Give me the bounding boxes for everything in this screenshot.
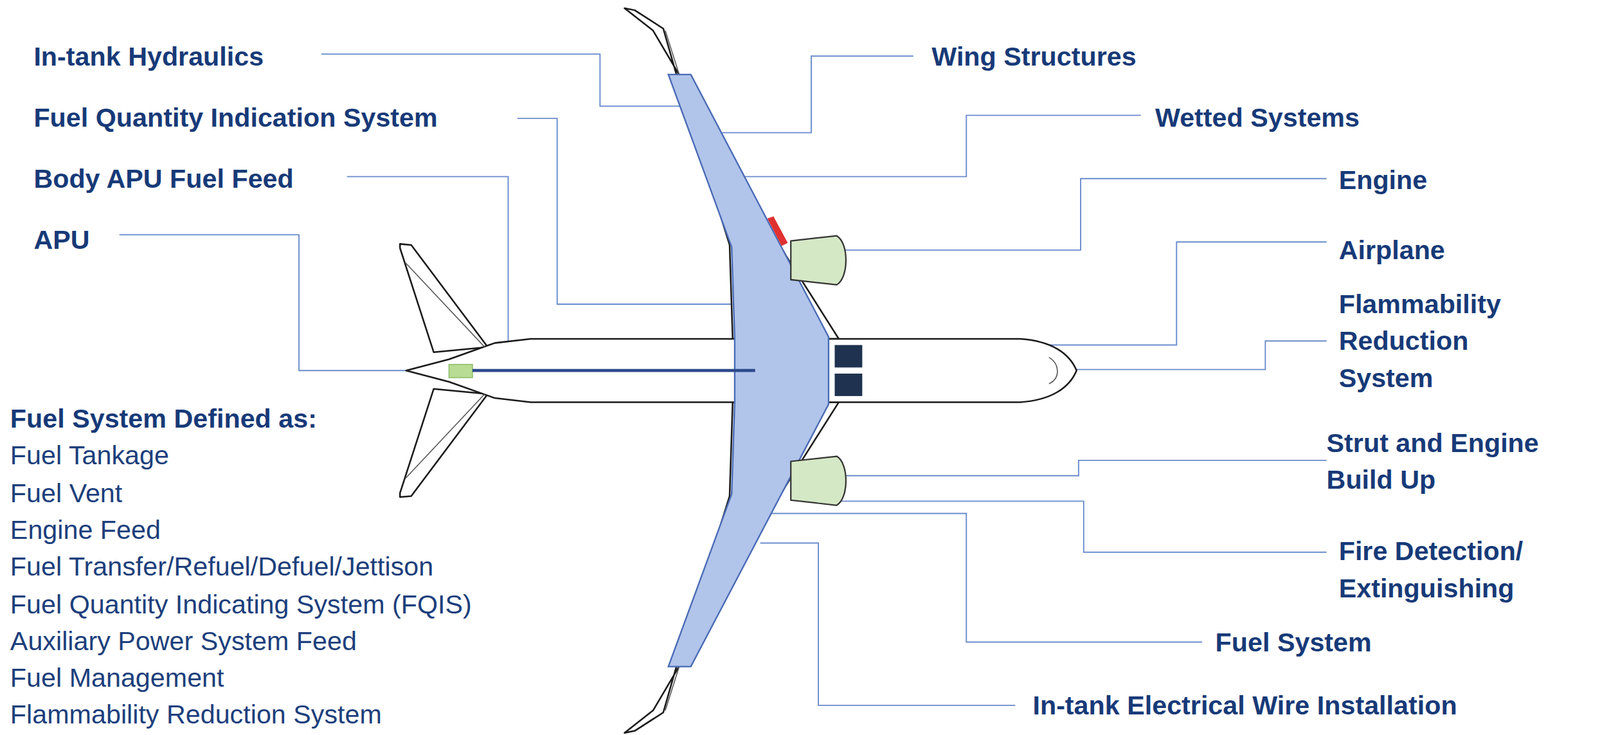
- list-item: Fuel Vent: [10, 474, 123, 512]
- callout-label: Airplane: [1339, 231, 1446, 269]
- list-item: Auxiliary Power System Feed: [10, 622, 357, 659]
- list-item: Fuel Management: [10, 658, 225, 696]
- callout-label: Fuel System: [1215, 623, 1372, 661]
- callout-label: In-tank Electrical Wire Installation: [1032, 686, 1457, 724]
- callout-label: Engine: [1339, 161, 1428, 198]
- list-item: Fuel Tankage: [10, 436, 170, 474]
- callout-label: Fuel Quantity Indication System: [33, 98, 438, 136]
- callout-label: Fire Detection/ Extinguishing: [1339, 532, 1576, 607]
- callout-label: Wetted Systems: [1155, 98, 1360, 136]
- list-item: Fuel Quantity Indicating System (FQIS): [10, 585, 472, 623]
- callout-label: APU: [33, 221, 90, 258]
- callout-label: Fuel System Defined as:: [10, 399, 317, 437]
- callout-label: In-tank Hydraulics: [33, 37, 264, 75]
- list-item: Flammability Reduction System: [10, 696, 382, 733]
- list-item: Fuel Transfer/Refuel/Defuel/Jettison: [10, 547, 434, 585]
- callout-label: Flammability Reduction System: [1339, 285, 1521, 396]
- list-item: Engine Feed: [10, 511, 161, 548]
- callout-label: Wing Structures: [931, 37, 1136, 75]
- callout-label: Body APU Fuel Feed: [33, 160, 294, 197]
- callout-label: Strut and Engine Build Up: [1326, 424, 1595, 498]
